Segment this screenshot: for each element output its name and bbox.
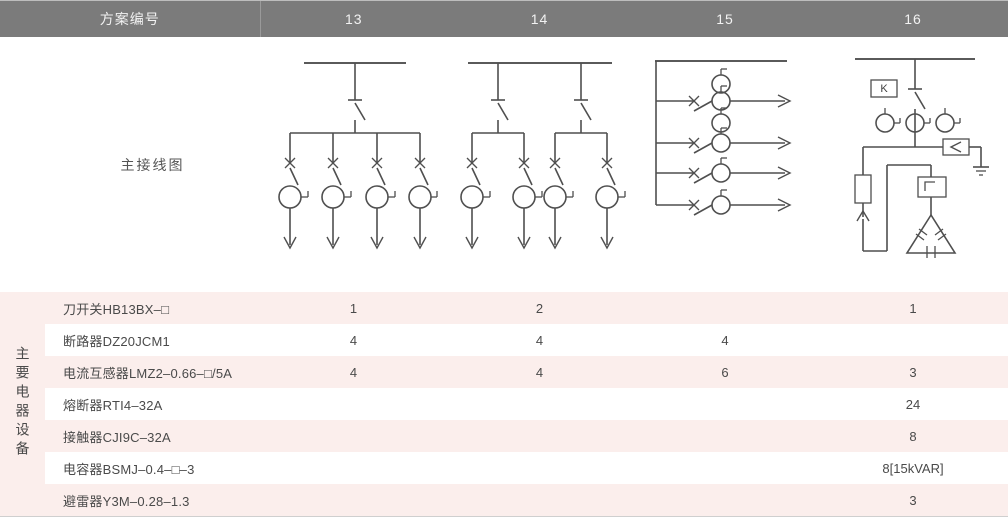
header-col-14: 14 — [447, 0, 632, 37]
wiring-diagram-13-svg — [277, 61, 438, 249]
equipment-value-16: 8[15kVAR] — [818, 452, 1008, 484]
capacitor-bank-16 — [905, 164, 957, 258]
fuse-branch-16 — [854, 146, 931, 252]
table-row: 接触器CJI9C–32A 8 — [0, 420, 1008, 452]
feeder-15-4 — [656, 188, 792, 216]
relay-k-label: K — [880, 83, 888, 95]
feeder-group-14-left — [459, 62, 543, 249]
equipment-value-13 — [260, 388, 447, 420]
diagram-cell-16: K — [818, 37, 1008, 292]
feeder-15-2 — [656, 126, 792, 154]
equipment-value-15 — [632, 388, 818, 420]
diagram-row-spacer — [0, 37, 45, 292]
section-vertical-label: 主要电器设备 — [14, 345, 31, 460]
equipment-value-14 — [447, 420, 632, 452]
wiring-diagram-16-svg: K — [854, 57, 989, 258]
equipment-value-16: 24 — [818, 388, 1008, 420]
equipment-name: 刀开关HB13BX–□ — [45, 292, 260, 324]
table-row: 断路器DZ20JCM1 4 4 4 — [0, 324, 1008, 356]
header-col-13: 13 — [260, 0, 447, 37]
equipment-value-16: 3 — [818, 484, 1008, 516]
equipment-value-14: 4 — [447, 324, 632, 356]
table-row: 熔断器RTI4–32A 24 — [0, 388, 1008, 420]
equipment-value-15 — [632, 452, 818, 484]
equipment-value-16 — [818, 324, 1008, 356]
equipment-value-14 — [447, 388, 632, 420]
surge-arrester-16 — [942, 137, 989, 176]
equipment-value-13 — [260, 452, 447, 484]
equipment-value-16: 8 — [818, 420, 1008, 452]
section-vertical-label-cell: 主要电器设备 — [0, 292, 45, 516]
equipment-value-13: 1 — [260, 292, 447, 324]
diagram-cell-15 — [632, 37, 818, 292]
equipment-value-15 — [632, 292, 818, 324]
equipment-value-15: 6 — [632, 356, 818, 388]
wiring-diagram-row: 主接线图 — [0, 37, 1008, 292]
equipment-value-16: 1 — [818, 292, 1008, 324]
equipment-value-15 — [632, 484, 818, 516]
wiring-diagram-15-svg — [655, 59, 792, 216]
diagram-cell-14 — [447, 37, 632, 292]
equipment-value-13 — [260, 420, 447, 452]
extra-ct-group-15 — [711, 67, 731, 133]
feeder-group-14-right — [542, 62, 626, 249]
ct-group-16 — [875, 107, 961, 133]
equipment-value-15: 4 — [632, 324, 818, 356]
equipment-value-13: 4 — [260, 356, 447, 388]
header-scheme-label: 方案编号 — [0, 0, 261, 37]
equipment-value-16: 3 — [818, 356, 1008, 388]
feeder-15-1 — [656, 84, 792, 112]
table-row: 避雷器Y3M–0.28–1.3 3 — [0, 484, 1008, 516]
wiring-diagram-14-svg — [459, 61, 626, 249]
table-header-row: 方案编号 13 14 15 16 — [0, 0, 1008, 37]
table-row: 电容器BSMJ–0.4–□–3 8[15kVAR] — [0, 452, 1008, 484]
header-col-15: 15 — [632, 0, 818, 37]
table-row: 电流互感器LMZ2–0.66–□/5A 4 4 6 3 — [0, 356, 1008, 388]
equipment-name: 电流互感器LMZ2–0.66–□/5A — [45, 356, 260, 388]
relay-k-box: K — [870, 78, 898, 98]
diagram-row-label: 主接线图 — [45, 37, 260, 292]
equipment-name: 接触器CJI9C–32A — [45, 420, 260, 452]
equipment-name: 避雷器Y3M–0.28–1.3 — [45, 484, 260, 516]
equipment-name: 熔断器RTI4–32A — [45, 388, 260, 420]
feeder-15-3 — [656, 156, 792, 184]
equipment-name: 电容器BSMJ–0.4–□–3 — [45, 452, 260, 484]
equipment-value-13 — [260, 484, 447, 516]
feeder-group-13 — [277, 132, 438, 249]
equipment-value-15 — [632, 420, 818, 452]
equipment-value-14: 2 — [447, 292, 632, 324]
table-row: 主要电器设备 刀开关HB13BX–□ 1 2 1 — [0, 292, 1008, 516]
top-rule — [0, 0, 1008, 1]
diagram-cell-13 — [260, 37, 447, 292]
equipment-value-13: 4 — [260, 324, 447, 356]
equipment-value-14 — [447, 484, 632, 516]
equipment-value-14 — [447, 452, 632, 484]
equipment-name: 断路器DZ20JCM1 — [45, 324, 260, 356]
equipment-value-14: 4 — [447, 356, 632, 388]
header-col-16: 16 — [818, 0, 1008, 37]
